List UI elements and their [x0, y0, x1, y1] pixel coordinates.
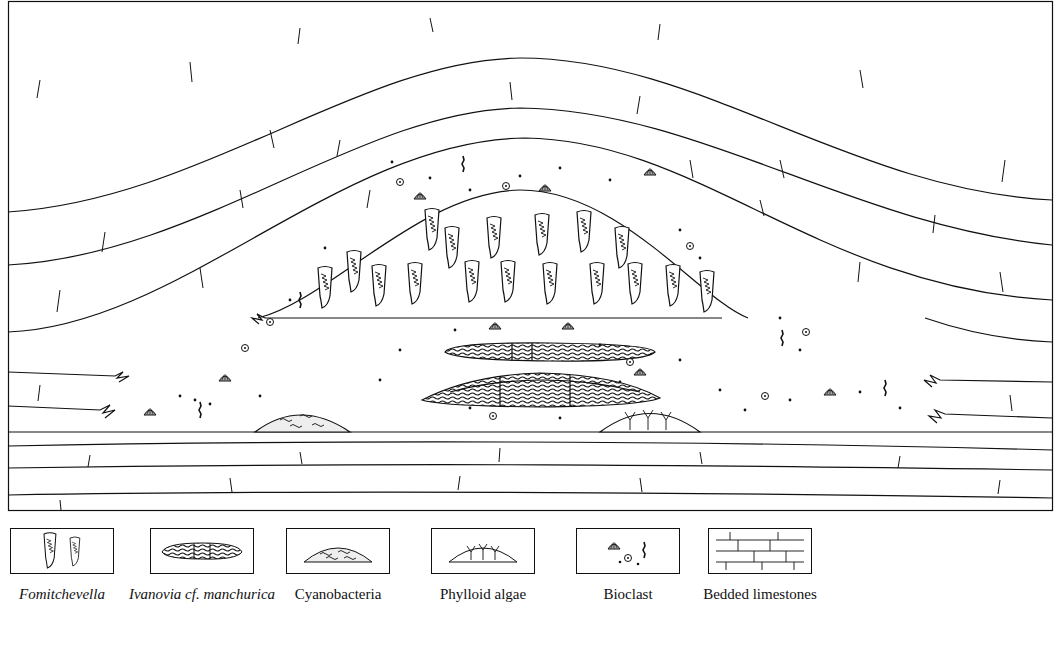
- framework-outline: [258, 190, 748, 318]
- bioclast-ring: [397, 179, 404, 186]
- ivanovia-lens: [422, 373, 660, 407]
- legend-sample: [10, 528, 114, 574]
- bedding-plane: [8, 465, 1052, 470]
- reef-top-surface: [8, 138, 1052, 332]
- bedding-plane: [8, 108, 1052, 265]
- bioclast-shell: [634, 368, 646, 375]
- bioclast-stick: [462, 156, 464, 172]
- figure-frame: [9, 2, 1053, 511]
- bedding-plane: [8, 492, 1052, 498]
- legend-sample: [286, 528, 390, 574]
- fomitchevella-symbol: [425, 209, 439, 251]
- bioclast-ring: [267, 319, 274, 326]
- bioclasts: [144, 156, 901, 420]
- cyanobacteria-mound: [255, 415, 350, 433]
- legend-sample: [431, 528, 535, 574]
- bioclast-stick: [199, 402, 201, 418]
- fomitchevella-symbol: [347, 251, 361, 293]
- bioclast-ring: [503, 183, 510, 190]
- fomitchevella-symbol: [700, 271, 714, 313]
- bioclast-shell: [144, 408, 156, 415]
- phylloid-algae-symbol: [600, 414, 700, 433]
- legend-label: Bioclast: [603, 586, 652, 603]
- legend-symbol: [577, 529, 680, 574]
- bioclast-dots: [179, 161, 902, 420]
- fomitchevella-symbol: [628, 263, 642, 305]
- legend-item: Bedded limestones: [660, 528, 860, 603]
- reef-base: [8, 431, 1052, 432]
- legend-label: Cyanobacteria: [295, 586, 382, 603]
- fomitchevella-symbol: [577, 211, 591, 253]
- cyanobacteria-fabric: [280, 415, 324, 428]
- fomitchevella-symbol: [590, 263, 604, 305]
- cyanobacteria-symbol: [255, 415, 350, 432]
- interfinger-bed: [929, 410, 1052, 423]
- fomitchevella-symbol: [666, 265, 680, 307]
- bioclast-ring: [627, 359, 634, 366]
- phylloid-algae-fabric: [625, 410, 671, 430]
- bedding-plane: [925, 318, 1052, 342]
- bioclast-shell: [644, 168, 656, 175]
- ivanovia-lens: [445, 343, 655, 361]
- bioclast-ring: [762, 393, 769, 400]
- bioclast-shell: [562, 322, 574, 329]
- bioclast-shell: [824, 388, 836, 395]
- bioclast-ring: [242, 345, 249, 352]
- fomitchevella-symbol: [445, 227, 459, 269]
- legend-label: Fomitchevella: [19, 586, 105, 603]
- legend-label: Bedded limestones: [703, 586, 817, 603]
- fomitchevella-symbol: [501, 261, 515, 303]
- ivanovia-lenses: [422, 343, 660, 407]
- bedding-planes: [8, 58, 1052, 498]
- legend-symbol: [709, 529, 812, 574]
- fomitchevella-symbol: [408, 263, 422, 305]
- bioclast-ring: [687, 243, 694, 250]
- legend-item: Cyanobacteria: [238, 528, 438, 603]
- ivanovia-lens-septa: [512, 343, 532, 361]
- fomitchevella-symbol: [543, 263, 557, 305]
- fomitchevella-symbol: [465, 261, 479, 303]
- interfinger-bed: [924, 375, 1052, 387]
- fomitchevella-symbol: [535, 214, 549, 256]
- legend-symbol: [151, 529, 254, 574]
- legend-sample: [576, 528, 680, 574]
- phylloid-algae-mound: [600, 410, 700, 432]
- fomitchevella-symbol: [615, 227, 629, 269]
- joint-cracks: [37, 18, 1012, 510]
- legend-sample: [708, 528, 812, 574]
- legend-sample: [150, 528, 254, 574]
- legend-item: Ivanovia cf. manchurica: [102, 528, 302, 603]
- ivanovia-lens-septa: [450, 375, 640, 406]
- bedding-plane: [8, 58, 1052, 212]
- legend-symbol: [11, 529, 114, 574]
- bioclast-shell: [539, 184, 551, 191]
- fomitchevella-framework: [252, 190, 748, 324]
- fomitchevella-symbol: [372, 265, 386, 307]
- bioclast-stick: [781, 330, 783, 346]
- bioclast-ring: [803, 329, 810, 336]
- legend-item: Bioclast: [528, 528, 728, 603]
- bioclast-shell: [489, 322, 501, 329]
- interfinger-bed: [8, 405, 115, 418]
- fomitchevella-symbol: [318, 267, 332, 309]
- bioclast-stick: [884, 380, 886, 396]
- legend-symbol: [287, 529, 390, 574]
- legend-item: Phylloid algae: [383, 528, 583, 603]
- legend-symbol: [432, 529, 535, 574]
- bioclast-shell: [219, 374, 231, 381]
- fomitchevella-symbol: [487, 217, 501, 259]
- bioclast-stick: [299, 292, 301, 308]
- framework-base: [252, 314, 722, 324]
- bioclast-ring: [490, 413, 497, 420]
- interfinger-bed: [8, 372, 129, 382]
- legend-label: Ivanovia cf. manchurica: [129, 586, 275, 603]
- bioclast-shell: [414, 192, 426, 199]
- bedding-plane: [8, 442, 1052, 450]
- legend-label: Phylloid algae: [440, 586, 526, 603]
